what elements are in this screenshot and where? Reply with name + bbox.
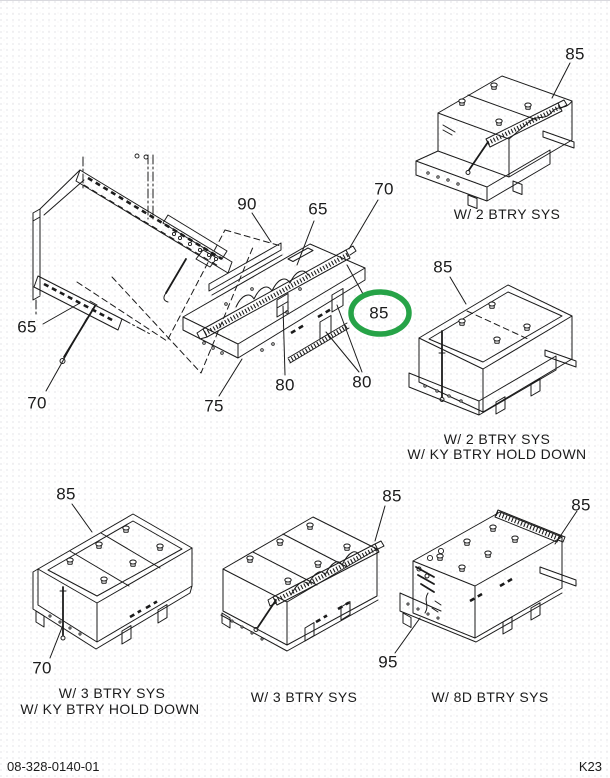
doc-number: 08-328-0140-01 (7, 759, 100, 774)
callout-85-2btry-ky[interactable]: 85 (433, 257, 453, 277)
callout-95-8d[interactable]: 95 (378, 652, 398, 672)
caption-3btry-ky-line2: W/ KY BTRY HOLD DOWN (20, 701, 200, 717)
caption-2btry-ky-line2: W/ KY BTRY HOLD DOWN (407, 446, 587, 462)
main-exploded-view (32, 153, 412, 397)
page-code: K23 (578, 759, 602, 774)
caption-8d: W/ 8D BTRY SYS (431, 689, 549, 705)
callout-85-3btry[interactable]: 85 (382, 486, 402, 506)
caption-2btry-ky-line1: W/ 2 BTRY SYS (443, 431, 551, 447)
panel-3-btry-ky-art (32, 503, 193, 659)
callout-65-left[interactable]: 65 (17, 317, 37, 337)
callout-70-top[interactable]: 70 (374, 179, 394, 199)
highlight-ring (348, 289, 412, 337)
panel-8d-btry-art (394, 509, 578, 654)
callout-85-3btry-ky[interactable]: 85 (56, 484, 76, 504)
callout-85-8d[interactable]: 85 (571, 495, 591, 515)
callout-85-highlighted[interactable]: 85 (369, 303, 389, 323)
callout-80-right[interactable]: 80 (352, 372, 372, 392)
panel-2-btry-ky-art (408, 276, 577, 416)
callout-70-3btry-ky[interactable]: 70 (32, 658, 52, 678)
panel-3-btry-art (220, 505, 386, 652)
callout-90[interactable]: 90 (237, 194, 257, 214)
callout-70-bottom[interactable]: 70 (27, 393, 47, 413)
callout-80-left[interactable]: 80 (275, 375, 295, 395)
caption-2btry: W/ 2 BTRY SYS (453, 206, 561, 222)
caption-3btry-ky-line1: W/ 3 BTRY SYS (58, 685, 166, 701)
callout-85-2btry[interactable]: 85 (565, 44, 585, 64)
panel-2-btry-art (415, 62, 575, 209)
callout-65-mid[interactable]: 65 (308, 199, 328, 219)
caption-3btry: W/ 3 BTRY SYS (250, 689, 358, 705)
callout-75[interactable]: 75 (204, 396, 224, 416)
